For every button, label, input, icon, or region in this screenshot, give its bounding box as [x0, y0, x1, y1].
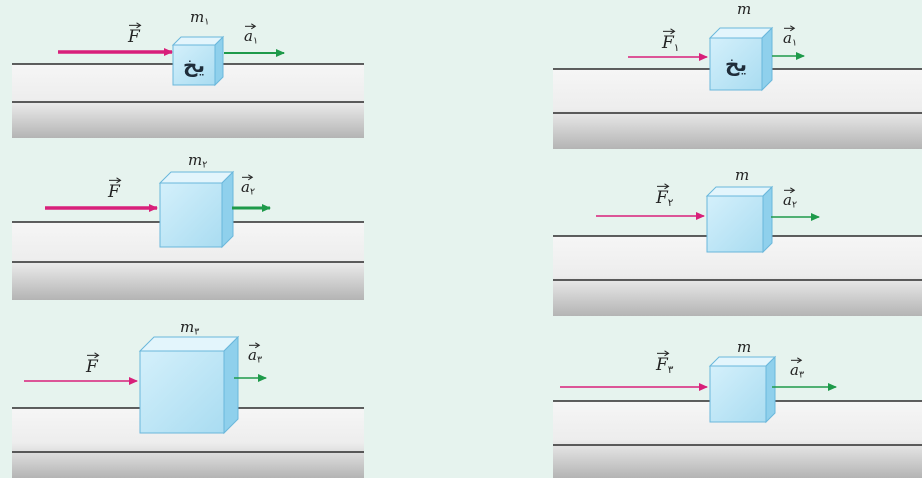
force-label-subscript: ۱	[674, 42, 680, 54]
mass-label-symbol: m	[188, 151, 202, 169]
force-label-vector-head	[94, 352, 100, 359]
force-label-symbol: F	[661, 33, 675, 53]
mass-label: m	[737, 0, 751, 18]
force-label: F	[85, 357, 99, 377]
acceleration-label: a۲	[783, 191, 797, 211]
acceleration-label-vector-head	[790, 187, 796, 194]
acceleration-label-symbol: a	[783, 191, 792, 209]
acceleration-label-vector-head	[255, 342, 261, 349]
mass-label-subscript: ۲	[202, 160, 207, 171]
acceleration-label: a۳	[248, 346, 262, 366]
mass-label: m	[735, 166, 749, 184]
acceleration-label-symbol: a	[783, 29, 792, 47]
force-label-vector-head	[664, 183, 670, 190]
block-side-face	[762, 185, 773, 254]
block-front-face	[709, 37, 763, 91]
acceleration-label-vector-head	[251, 23, 257, 30]
mass-label: m۲	[188, 151, 207, 171]
mass-label-symbol: m	[180, 318, 194, 336]
acceleration-label-vector-head	[248, 174, 254, 181]
force-label-symbol: F	[655, 188, 669, 208]
mass-label: m۳	[180, 318, 199, 338]
block-top-face	[138, 336, 240, 352]
mass-label-subscript: ۱	[204, 17, 209, 28]
ice-label: یخ	[725, 52, 747, 76]
force-label-vector-head	[136, 22, 142, 29]
mass-label-symbol: m	[737, 338, 751, 356]
force-label-symbol: F	[127, 27, 141, 47]
mass-label-symbol: m	[737, 0, 751, 18]
acceleration-label-subscript: ۲	[250, 187, 255, 198]
mass-label: m۱	[190, 8, 209, 28]
force-label-subscript: ۲	[668, 197, 674, 209]
block-front-face	[139, 350, 225, 434]
force-label-vector-head	[670, 28, 676, 35]
acceleration-label-symbol: a	[241, 178, 250, 196]
acceleration-label-symbol: a	[790, 361, 799, 379]
mass-label-subscript: ۳	[194, 327, 199, 338]
acceleration-label-subscript: ۱	[792, 38, 797, 49]
mass-label: m	[737, 338, 751, 356]
force-label-symbol: F	[107, 182, 121, 202]
block-side-face	[765, 355, 776, 424]
acceleration-label-subscript: ۲	[792, 200, 797, 211]
acceleration-label-subscript: ۱	[253, 36, 258, 47]
force-label: F	[127, 27, 141, 47]
acceleration-label-symbol: a	[248, 346, 257, 364]
acceleration-label: a۱	[244, 27, 258, 47]
acceleration-label-subscript: ۳	[799, 370, 804, 381]
block-front-face	[709, 365, 767, 423]
mass-label-symbol: m	[735, 166, 749, 184]
block-front-face	[172, 44, 216, 86]
block-side-face	[221, 170, 234, 249]
acceleration-label-symbol: a	[244, 27, 253, 45]
force-label: F۳	[655, 355, 674, 376]
acceleration-label-vector-head	[797, 357, 803, 364]
force-label-subscript: ۳	[668, 364, 674, 376]
block-side-face	[761, 26, 773, 92]
block-top-face	[705, 186, 774, 197]
block-side-face	[214, 35, 224, 87]
force-label-vector-head	[116, 177, 122, 184]
force-label: F۱	[661, 33, 679, 54]
block-front-face	[706, 195, 764, 253]
acceleration-label: a۳	[790, 361, 804, 381]
acceleration-label: a۲	[241, 178, 255, 198]
force-label: F۲	[655, 188, 674, 209]
acceleration-label-vector-head	[790, 25, 796, 32]
mass-label-symbol: m	[190, 8, 204, 26]
force-label-symbol: F	[85, 357, 99, 377]
acceleration-label: a۱	[783, 29, 797, 49]
force-label-symbol: F	[655, 355, 669, 375]
block-top-face	[158, 171, 235, 184]
force-label-vector-head	[664, 350, 670, 357]
block-side-face	[223, 335, 239, 435]
block-front-face	[159, 182, 223, 248]
force-label: F	[107, 182, 121, 202]
block-top-face	[708, 356, 777, 367]
block-top-face	[708, 27, 774, 39]
acceleration-label-subscript: ۳	[257, 355, 262, 366]
ice-label: یخ	[183, 53, 205, 77]
